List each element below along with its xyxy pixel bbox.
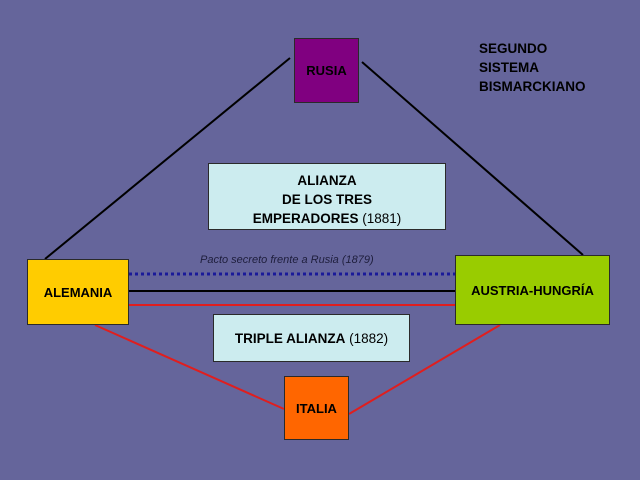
- node-rusia-label: RUSIA: [306, 63, 347, 78]
- title-line-1: SEGUNDO: [479, 41, 548, 56]
- line-austria-italia: [348, 324, 501, 415]
- triple-alliance-name: TRIPLE ALIANZA: [234, 331, 346, 346]
- node-italia: ITALIA: [284, 376, 349, 440]
- alliance-three-line1: ALIANZA: [297, 173, 357, 188]
- node-italia-label: ITALIA: [296, 400, 337, 416]
- line-rusia-alemania: [44, 57, 291, 260]
- line-rusia-austria: [361, 61, 584, 256]
- alliance-three-year: (1881): [362, 211, 402, 226]
- title-line-2: SISTEMA: [479, 60, 540, 75]
- node-alemania-label: ALEMANIA: [43, 284, 113, 300]
- triple-alliance-box: TRIPLE ALIANZA (1882): [213, 314, 410, 362]
- line-alemania-italia: [94, 324, 285, 410]
- node-austria-hungria: AUSTRIA-HUNGRÍA: [455, 255, 610, 325]
- alliance-three-line2: DE LOS TRES: [281, 192, 372, 207]
- alliance-three-line3-wrap: EMPERADORES (1881): [209, 209, 445, 228]
- title-line-3: BISMARCKIANO: [479, 79, 586, 94]
- alliance-three-emperors-box: ALIANZA DE LOS TRES EMPERADORES (1881): [208, 163, 446, 230]
- diagram-title: SEGUNDO SISTEMA BISMARCKIANO: [479, 39, 586, 96]
- triple-alliance-year: (1882): [349, 331, 389, 346]
- node-alemania: ALEMANIA: [27, 259, 129, 325]
- secret-pact-label: Pacto secreto frente a Rusia (1879): [200, 254, 374, 266]
- alliance-three-line3: EMPERADORES: [252, 211, 359, 226]
- node-rusia: RUSIA: [294, 38, 359, 103]
- node-austria-label: AUSTRIA-HUNGRÍA: [471, 282, 594, 298]
